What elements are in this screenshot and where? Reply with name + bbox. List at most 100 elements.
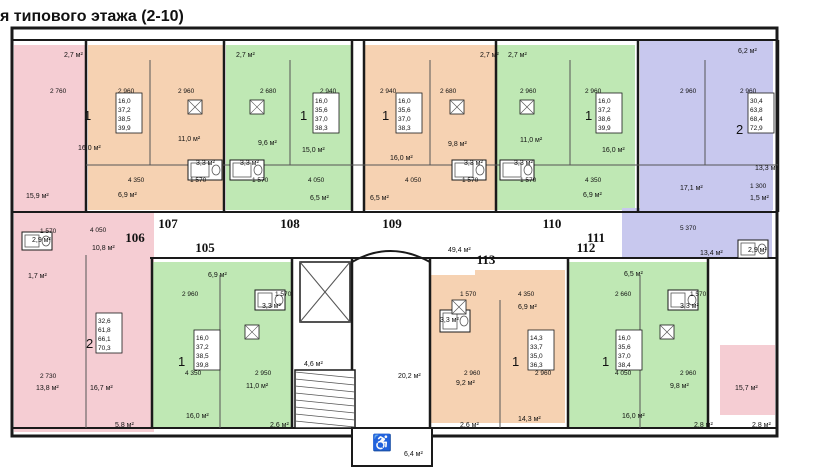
area-table [312,92,340,134]
apartment-112-area: 37,0 [618,353,631,360]
apartment-110-number: 110 [543,216,562,231]
apartment-110-dimension: 1 570 [520,177,537,184]
apartment-111-dimension: 1 300 [750,183,767,190]
apartment-113-room-area: 14,3 м² [518,416,541,423]
apartment-106-kitchen-area: 16,7 м² [90,385,113,392]
bathtub [502,162,522,178]
apartment-109-kitchen-area: 9,8 м² [448,141,467,148]
entry-area: 6,4 м² [404,451,423,458]
apartment-107-dimension: 2 960 [118,88,135,95]
apartment-109-dimension: 4 050 [405,177,422,184]
apartment-110-dimension: 2 960 [585,88,602,95]
stair-step [294,392,356,400]
apartment-107-kitchen-area: 11,0 м² [178,136,201,143]
apartment-113-zone [475,270,565,300]
apartment-111-area: 63,8 [750,107,763,114]
apartment-112-number: 112 [577,240,596,255]
apartment-108-rooms: 1 [300,108,307,123]
apartment-110-area: 38,6 [598,116,611,123]
lift-cross [299,261,351,323]
apartment-113-loggia-area: 2,6 м² [460,422,479,429]
apartment-110-area: 16,0 [598,98,611,105]
apartment-108-area: 38,3 [315,125,328,132]
apartment-113-dimension: 4 350 [518,291,535,298]
area-table [527,329,555,371]
apartment-108-corridor-area: 6,5 м² [310,195,329,202]
apartment-108-area: 35,6 [315,107,328,114]
bathtub [257,292,273,308]
bath-fixture [187,159,223,181]
apartment-108-area: 37,0 [315,116,328,123]
apartment-106-zone [14,45,86,213]
apartment-107-rooms: 1 [84,108,91,123]
apartment-112-dimension: 4 050 [615,370,632,377]
apartment-109-area: 16,0 [398,98,411,105]
apartment-111-loggia-area: 6,2 м² [738,48,757,55]
apartment-110-area: 37,2 [598,107,611,114]
apartment-106-area: 32,6 [98,318,111,325]
apartment-106-area: 61,8 [98,327,111,334]
apartment-113-area: 14,3 [530,335,543,342]
apartment-111-area: 30,4 [750,98,763,105]
apartment-109-room-area: 16,0 м² [390,155,413,162]
apartment-105-area: 39,8 [196,362,209,369]
apartment-112-area: 16,0 [618,335,631,342]
page-title: я типового этажа (2-10) [0,8,184,25]
bathtub [670,292,686,308]
toilet [253,164,263,176]
stair-step [294,371,356,379]
apartment-108-room-area: 15,0 м² [302,147,325,154]
apartment-113-corridor-area: 6,9 м² [518,304,537,311]
apartment-108-kitchen-area: 9,6 м² [258,140,277,147]
apartment-105-corridor-area: 6,9 м² [208,272,227,279]
stove-icon [187,99,203,115]
apartment-111-kitchen-area: 17,1 м² [680,185,703,192]
apartment-107-dimension: 2 960 [178,88,195,95]
toilet [757,243,767,255]
toilet [211,164,221,176]
apartment-111-room-area: 13,3 м² [755,165,778,172]
area-table [95,312,123,354]
stove-icon [449,99,465,115]
apartment-105-kitchen-area: 11,0 м² [246,383,269,390]
apartment-112-loggia-area: 2,8 м² [694,422,713,429]
apartment-112-rooms: 1 [602,354,609,369]
bath-fixture [451,159,487,181]
apartment-108-bath-area: 3,3 м² [240,160,259,167]
apartment-105-zone [152,262,292,427]
apartment-105-number: 105 [195,240,215,255]
apartment-107-number: 107 [158,216,178,231]
bathtub [740,242,756,256]
loggia-area: 1,5 м² [750,195,769,202]
apartment-110-corridor-area: 6,9 м² [583,192,602,199]
apartment-105-dimension: 2 950 [255,370,272,377]
apartment-105-loggia-area: 2,6 м² [270,422,289,429]
apartment-112-dimension: 2 960 [680,370,697,377]
apartment-109-rooms: 1 [382,108,389,123]
apartment-107-corridor-area: 6,9 м² [118,192,137,199]
apartment-113-number: 113 [477,252,496,267]
apartment-108-dimension: 2 940 [320,88,337,95]
loggia-zone [14,348,84,428]
area-table [395,92,423,134]
apartment-106-loggia-area: 5,8 м² [115,422,134,429]
stair-step [294,413,356,421]
apartment-111-corridor-area: 13,4 м² [700,250,723,257]
loggia-area: 2,8 м² [752,422,771,429]
stair-step [294,420,356,428]
area-table [595,92,623,134]
apartment-110-area: 39,9 [598,125,611,132]
stove-icon [659,324,675,340]
apartment-106-number: 106 [125,230,145,245]
apartment-108-number: 108 [280,216,300,231]
bathtub [190,162,210,178]
apartment-109-area: 38,3 [398,125,411,132]
apartment-108-area: 16,0 [315,98,328,105]
apartment-106-dimension: 2 730 [40,373,57,380]
area-table [193,329,221,371]
bathtub [232,162,252,178]
apartment-112-dimension: 2 660 [615,291,632,298]
apartment-113-bath-area: 3,3 м² [440,317,459,324]
apartment-105-area: 38,5 [196,353,209,360]
